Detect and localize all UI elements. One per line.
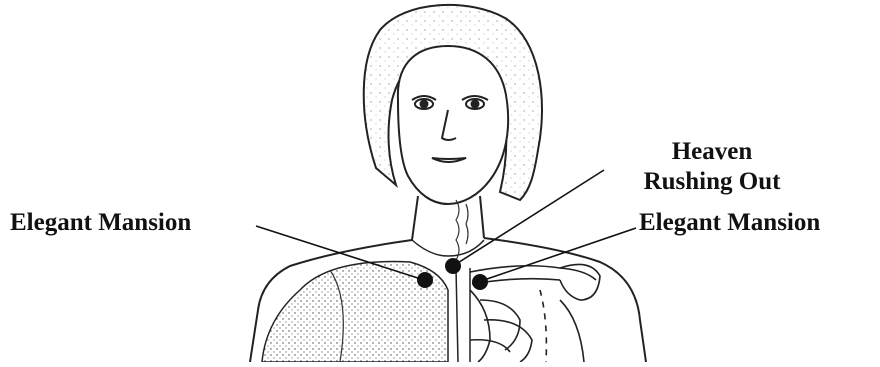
label-heaven-rushing-out: Heaven Rushing Out — [620, 137, 804, 197]
label-heaven-line1: Heaven — [620, 137, 804, 167]
point-elegant-mansion-left — [417, 272, 433, 288]
sternum — [456, 268, 470, 362]
label-heaven-line2: Rushing Out — [620, 167, 804, 197]
point-heaven-rushing-out — [445, 258, 461, 274]
label-elegant-mansion-right: Elegant Mansion — [639, 208, 820, 238]
label-elegant-mansion-left: Elegant Mansion — [10, 208, 191, 238]
skeleton-right — [470, 264, 600, 362]
trachea — [456, 200, 468, 260]
face — [398, 46, 508, 204]
point-elegant-mansion-right — [472, 274, 488, 290]
